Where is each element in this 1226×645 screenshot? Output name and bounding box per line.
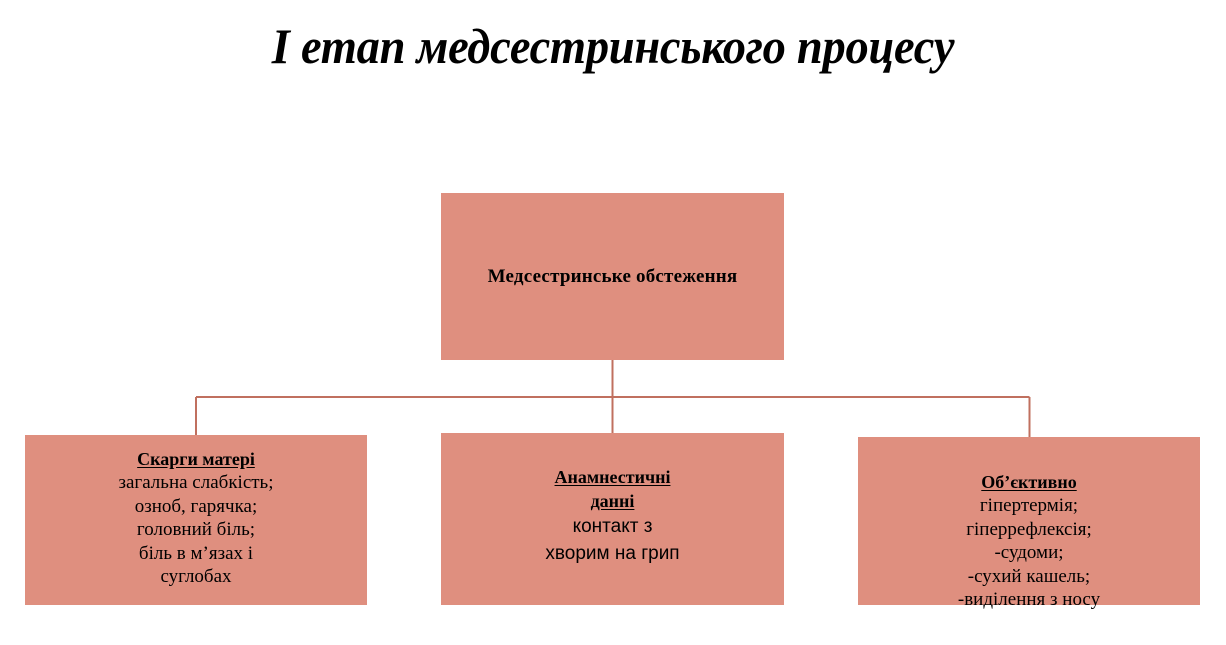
node-anamnesis[interactable]: Анамнестичні данні контакт з хворим на г… xyxy=(441,433,784,605)
node-anamnesis-body: контакт з хворим на грип xyxy=(545,516,680,564)
node-complaints-heading: Скарги матері xyxy=(137,449,255,469)
node-objective[interactable]: Об’єктивно гіпертермія; гіперрефлексія; … xyxy=(858,437,1200,610)
node-complaints-body: загальна слабкість; озноб, гарячка; голо… xyxy=(118,472,274,587)
node-anamnesis-heading: Анамнестичні данні xyxy=(554,467,671,511)
page-title: І етап медсестринського процесу xyxy=(271,18,955,74)
node-root-assessment[interactable]: Медсестринське обстеження xyxy=(441,193,784,360)
node-root-label: Медсестринське обстеження xyxy=(487,266,738,287)
node-objective-heading: Об’єктивно xyxy=(981,472,1077,492)
node-objective-body: гіпертермія; гіперрефлексія; -судоми; -с… xyxy=(957,495,1101,610)
node-complaints[interactable]: Скарги матері загальна слабкість; озноб,… xyxy=(25,435,367,605)
